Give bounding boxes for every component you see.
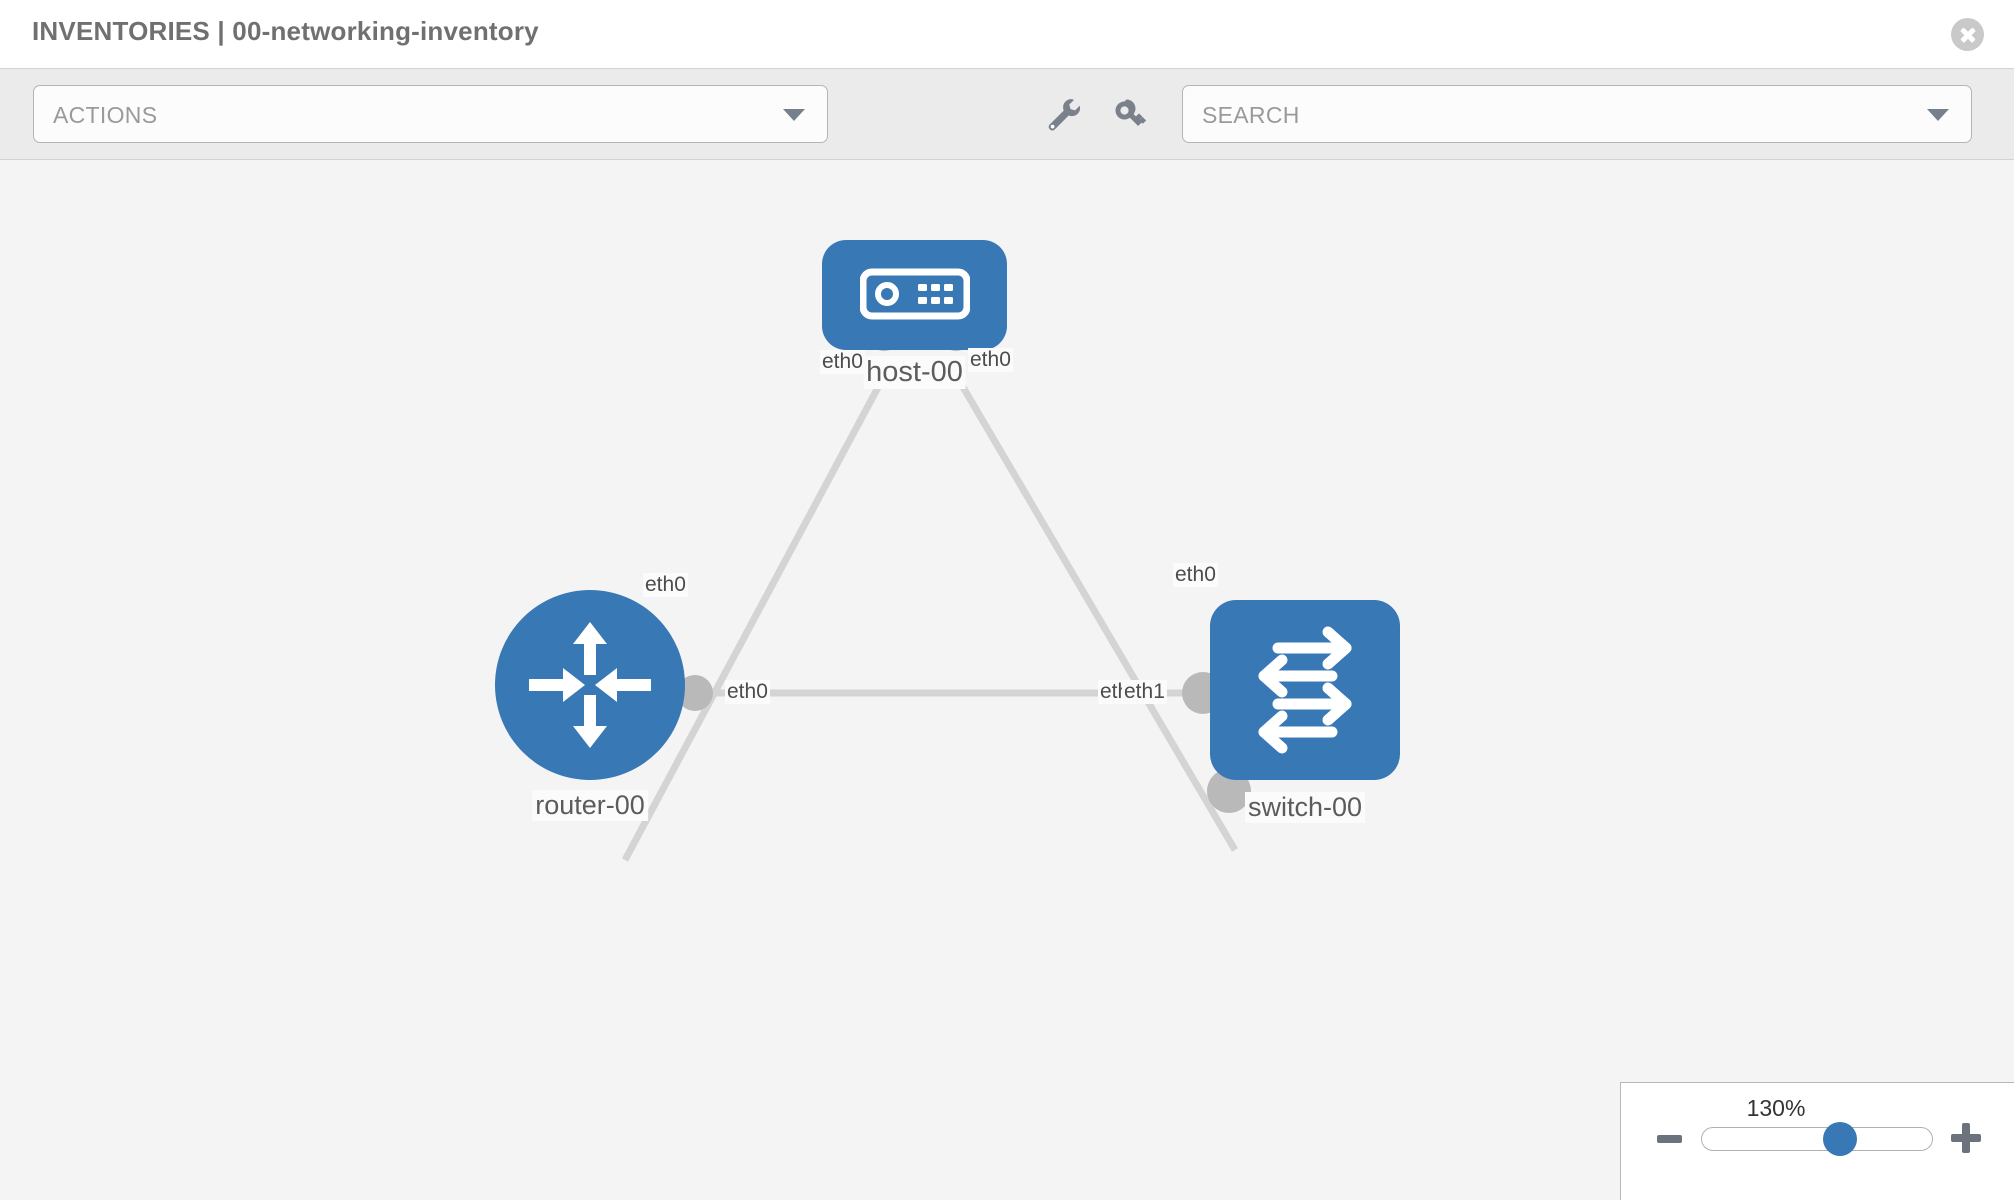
topology-canvas[interactable]: host-00 router-00 bbox=[0, 160, 2014, 1200]
router-four-arrows-icon bbox=[529, 622, 651, 748]
zoom-slider[interactable] bbox=[1701, 1122, 1933, 1156]
switch-arrows-icon bbox=[1258, 626, 1352, 754]
topology-node-router-00[interactable]: router-00 bbox=[495, 590, 685, 830]
search-input-value: SEARCH bbox=[1202, 102, 1300, 128]
link-host-switch bbox=[946, 363, 1239, 852]
interface-label-host-left: eth0 bbox=[820, 350, 865, 375]
close-icon[interactable] bbox=[1951, 18, 1984, 51]
host-node-label: host-00 bbox=[863, 356, 966, 389]
interface-label-host-right: eth0 bbox=[968, 348, 1013, 373]
chevron-down-icon bbox=[1927, 109, 1949, 121]
topology-node-switch-00[interactable]: switch-00 bbox=[1210, 600, 1400, 840]
interface-label-switch-upper: eth0 bbox=[1173, 563, 1218, 588]
router-node-shape bbox=[495, 590, 685, 780]
zoom-slider-thumb[interactable] bbox=[1823, 1122, 1857, 1156]
router-node-label: router-00 bbox=[532, 790, 648, 821]
server-device-icon bbox=[860, 268, 970, 320]
search-input[interactable]: SEARCH bbox=[1182, 85, 1972, 143]
host-node-shape bbox=[822, 240, 1007, 350]
zoom-control: 130% bbox=[1620, 1082, 2014, 1200]
key-icon[interactable] bbox=[1108, 93, 1152, 137]
interface-label-switch-left: eth1 bbox=[1122, 680, 1167, 705]
zoom-in-button[interactable] bbox=[1951, 1123, 1981, 1153]
link-host-router bbox=[621, 363, 894, 862]
zoom-out-button[interactable] bbox=[1657, 1135, 1682, 1143]
topology-node-host-00[interactable]: host-00 bbox=[822, 240, 1007, 430]
interface-label-router-right: eth0 bbox=[725, 680, 770, 705]
zoom-percent-label: 130% bbox=[1746, 1095, 1806, 1121]
switch-node-shape bbox=[1210, 600, 1400, 780]
page-title: INVENTORIES | 00-networking-inventory bbox=[32, 16, 539, 46]
chevron-down-icon bbox=[783, 109, 805, 121]
actions-dropdown[interactable]: ACTIONS bbox=[33, 85, 828, 143]
page-header: INVENTORIES | 00-networking-inventory bbox=[0, 0, 2014, 68]
toolbar: ACTIONS SEARCH bbox=[0, 68, 2014, 160]
topology-links bbox=[620, 363, 1239, 862]
wrench-icon[interactable] bbox=[1040, 93, 1084, 137]
actions-dropdown-label: ACTIONS bbox=[53, 102, 158, 128]
switch-node-label: switch-00 bbox=[1244, 792, 1366, 823]
interface-label-router-upper: eth0 bbox=[643, 573, 688, 598]
